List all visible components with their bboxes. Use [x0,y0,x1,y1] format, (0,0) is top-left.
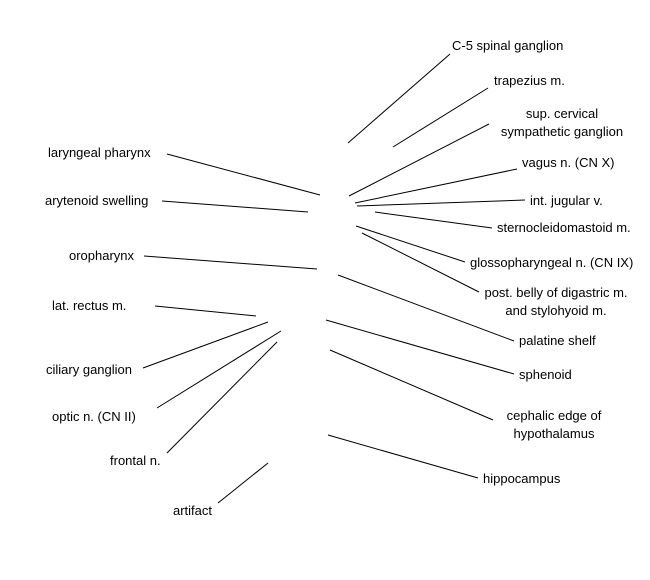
leader-line-laryngeal-pharynx [166,153,321,196]
label-post-belly-line2: and stylohyoid m. [505,303,607,318]
label-hippocampus: hippocampus [483,471,561,486]
leader-line-c5-spinal-ganglion [347,53,451,144]
leader-line-sup-cervical [348,123,490,197]
label-post-belly-digastric: post. belly of digastric m. and stylohyo… [480,284,632,320]
leader-line-lat-rectus [154,305,257,317]
label-frontal-nerve: frontal n. [110,453,161,468]
label-oropharynx: oropharynx [69,248,135,263]
leader-line-vagus [354,168,518,204]
leader-line-trapezius [392,87,489,148]
leader-line-hippocampus [327,434,479,479]
label-laryngeal-pharynx: laryngeal pharynx [48,145,151,160]
leader-line-sphenoid [325,319,515,375]
leader-line-post-belly-digastric [361,232,480,293]
leader-line-glossopharyngeal [355,225,466,263]
label-sup-cervical-sympathetic-ganglion: sup. cervical sympathetic ganglion [494,105,630,141]
label-int-jugular: int. jugular v. [530,193,603,208]
leader-line-arytenoid-swelling [161,200,309,213]
label-sup-cervical-line1: sup. cervical [525,106,599,121]
leader-line-artifact [217,462,269,504]
label-arytenoid-swelling: arytenoid swelling [45,193,149,208]
label-cephalic-edge-hypothalamus: cephalic edge of hypothalamus [498,407,610,443]
leader-line-oropharynx [143,255,318,270]
label-sup-cervical-line2: sympathetic ganglion [500,124,624,139]
label-vagus: vagus n. (CN X) [522,155,615,170]
label-palatine-shelf: palatine shelf [519,333,596,348]
label-c5-spinal-ganglion: C-5 spinal ganglion [452,38,564,53]
leader-line-optic-nerve [156,330,282,409]
label-sternocleidomastoid: sternocleidomastoid m. [497,220,631,235]
label-ciliary-ganglion: ciliary ganglion [46,362,132,377]
label-sphenoid: sphenoid [519,367,572,382]
leader-line-ciliary-ganglion [142,321,269,369]
label-artifact: artifact [173,503,213,518]
leader-line-palatine-shelf [337,274,515,342]
label-trapezius: trapezius m. [494,73,565,88]
label-optic-nerve: optic n. (CN II) [52,409,136,424]
leader-line-int-jugular [356,199,526,207]
label-lat-rectus: lat. rectus m. [52,298,127,313]
label-cephalic-line1: cephalic edge of [506,408,602,423]
label-post-belly-line1: post. belly of digastric m. [484,285,628,300]
leader-line-frontal-nerve [166,341,278,454]
leader-line-sternocleidomastoid [374,211,493,229]
leader-line-cephalic-edge [329,349,494,421]
label-glossopharyngeal: glossopharyngeal n. (CN IX) [470,255,634,270]
label-cephalic-line2: hypothalamus [513,426,595,441]
